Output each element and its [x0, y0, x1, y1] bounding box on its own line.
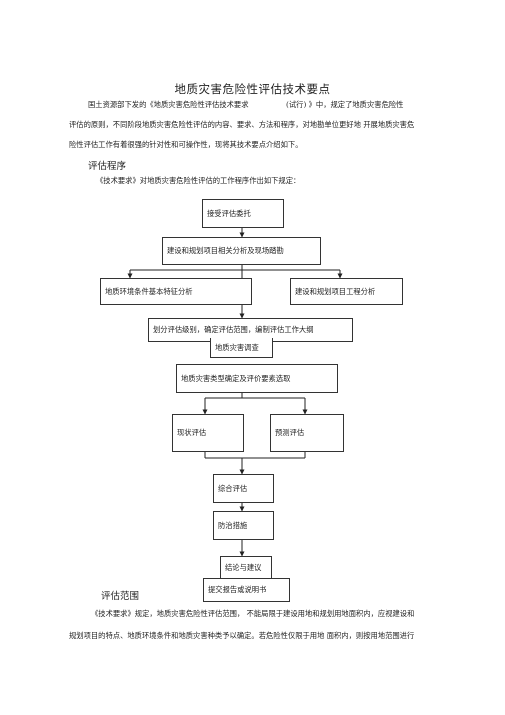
flow-box-prevention: 防治措施 — [213, 511, 274, 540]
intro-line-3: 险性评估工作有着很强的针对性和可操作性，现将其技术要点介绍如下。 — [69, 140, 303, 149]
flow-box-types: 地质灾害类型确定及评价要素选取 — [176, 364, 338, 393]
page-title: 地质灾害危险性评估技术要点 — [174, 82, 331, 96]
intro-line-1b: (试行) 》中，规定了地质灾害危险性 — [286, 100, 404, 109]
section-heading-procedure: 评估程序 — [88, 161, 127, 172]
flow-box-accept: 接受评估委托 — [202, 199, 284, 228]
flow-box-comprehensive: 综合评估 — [213, 474, 274, 503]
scope-line-1: 《技术要求》规定，地质灾害危险性评估范围， 不能局限于建设用地和规划用地面积内，… — [91, 609, 415, 618]
flow-box-report: 提交报告或说明书 — [203, 578, 290, 602]
intro-line-1a: 国土资源部下发的《地质灾害危险性评估技术要求 — [88, 100, 249, 109]
intro-line-2: 评估的原则，不同阶段地质灾害危险性评估的内容、要求、方法和程序，对地勘单位更好地… — [69, 120, 415, 129]
flow-box-current: 现状评估 — [172, 414, 244, 452]
section-heading-scope: 评估范围 — [101, 591, 140, 602]
procedure-intro: 《技术要求》对地质灾害危险性评估的工作程序作出如下规定： — [96, 176, 301, 185]
flow-box-project: 建设和规划项目工程分析 — [290, 278, 403, 305]
flow-box-conclusion: 结论与建议 — [220, 556, 272, 578]
flow-box-predict: 预测评估 — [270, 414, 344, 452]
flow-box-collect: 建设和规划项目相关分析及现场踏勘 — [162, 237, 321, 265]
flow-box-env: 地质环境条件基本特征分析 — [100, 278, 252, 305]
scope-line-2: 规划项目的特点、地质环境条件和地质灾害种类予以确定。若危险性仅限于用地 面积内，… — [69, 631, 415, 640]
flow-box-survey: 地质灾害调查 — [210, 338, 273, 358]
